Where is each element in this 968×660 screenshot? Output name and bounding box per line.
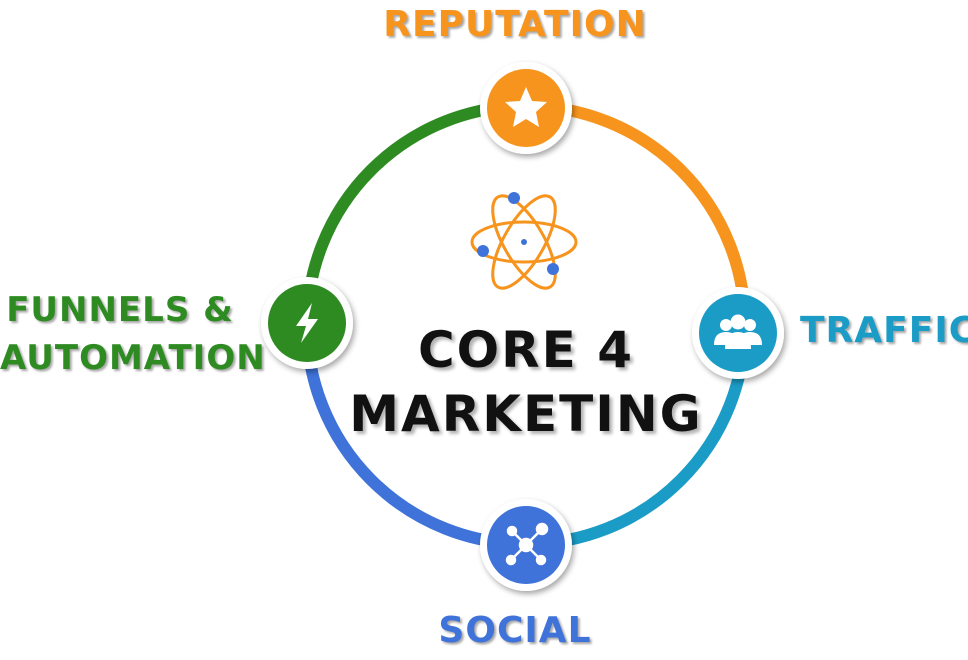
arc-funnels-reputation	[301, 100, 527, 326]
node-social	[480, 499, 572, 591]
node-reputation	[480, 62, 572, 154]
label-funnels-line1: FUNNELS &	[6, 290, 234, 330]
node-funnels	[261, 277, 353, 369]
center-title: CORE 4 MARKETING	[330, 318, 722, 446]
label-funnels-automation: FUNNELS & AUTOMATION	[0, 286, 266, 382]
atom-icon	[470, 192, 578, 290]
star-icon	[505, 87, 547, 127]
center-title-line2: MARKETING	[349, 385, 703, 443]
label-traffic: TRAFFIC	[800, 310, 968, 351]
label-reputation: REPUTATION	[383, 4, 647, 45]
network-icon	[505, 522, 549, 566]
node-traffic	[692, 287, 784, 379]
arc-reputation-traffic	[525, 100, 751, 326]
lightning-icon	[296, 303, 318, 343]
center-title-line1: CORE 4	[417, 321, 635, 379]
label-social: SOCIAL	[438, 610, 592, 651]
arc-social-funnels	[301, 324, 527, 550]
label-funnels-line2: AUTOMATION	[0, 338, 266, 378]
people-group-icon	[714, 314, 762, 349]
